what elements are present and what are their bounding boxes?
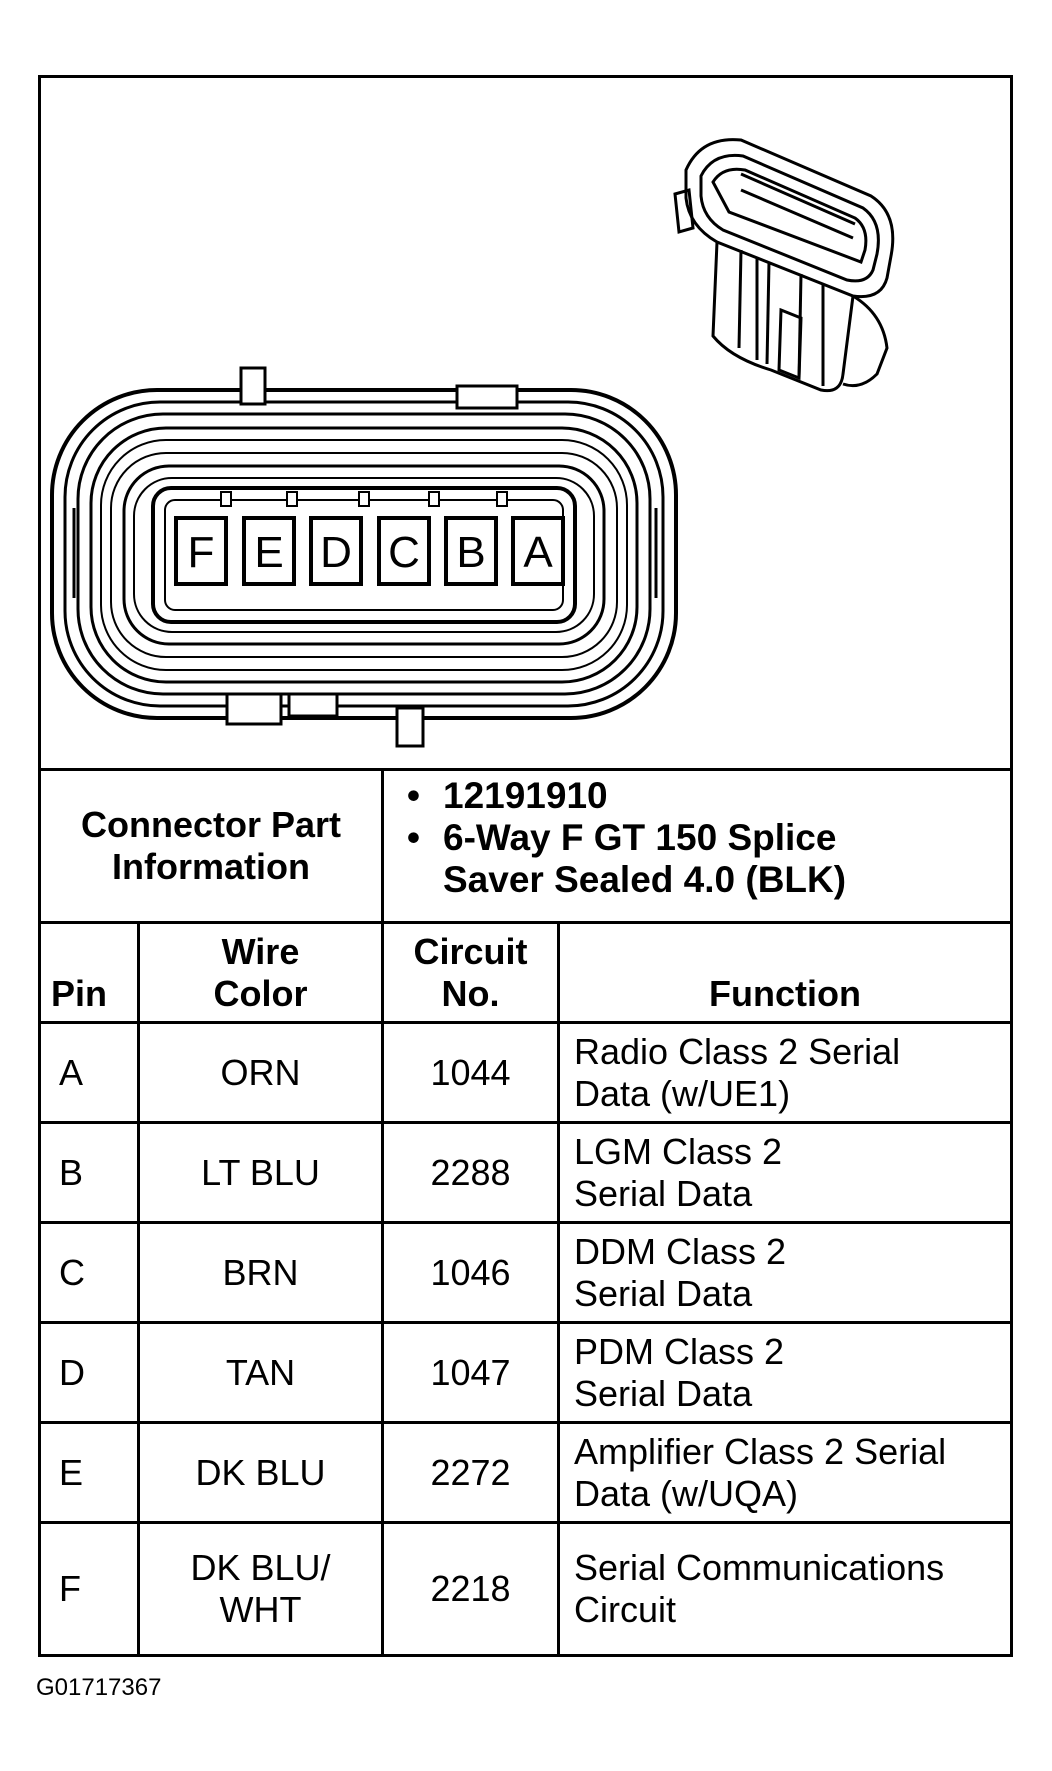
- diagram-frame: F E D C B A: [38, 75, 1013, 1657]
- pin-label-e: E: [254, 528, 283, 577]
- divider: [41, 1521, 1010, 1524]
- row-wire-color: TAN: [225, 1351, 296, 1393]
- connector-isometric: [673, 138, 895, 393]
- divider: [41, 1121, 1010, 1124]
- part-description-line2: Saver Sealed 4.0 (BLK): [443, 859, 847, 900]
- divider: [41, 1321, 1010, 1324]
- function-line2: Data (w/UQA): [574, 1472, 799, 1514]
- part-number: 12191910: [407, 775, 846, 817]
- wire-color-line2: WHT: [219, 1589, 302, 1630]
- part-info-label-line1: Connector Part: [80, 804, 342, 845]
- header-function: Function: [709, 973, 861, 1014]
- header-pin: Pin: [51, 973, 108, 1014]
- diagram-id: G01717367: [36, 1674, 162, 1701]
- function-line1: Serial Communications: [574, 1547, 945, 1588]
- row-wire-color: DK BLU/WHT: [140, 1524, 381, 1654]
- header-wire-color-line2: Color: [213, 972, 308, 1014]
- row-wire-color: LT BLU: [201, 1151, 320, 1193]
- function-line2: Serial Data: [574, 1272, 753, 1314]
- row-circuit: 1046: [430, 1251, 511, 1293]
- row-pin: C: [59, 1251, 85, 1293]
- divider: [381, 921, 384, 1654]
- part-description-line1: 6-Way F GT 150 Splice: [443, 817, 837, 858]
- header-wire-color: Wire Color: [140, 924, 381, 1021]
- function-line2: Serial Data: [574, 1172, 753, 1214]
- row-circuit: 2218: [430, 1568, 511, 1609]
- row-pin: F: [59, 1568, 81, 1609]
- function-line1: Amplifier Class 2 Serial: [574, 1430, 947, 1472]
- header-circuit-no: Circuit No.: [384, 924, 557, 1021]
- part-info-values: 12191910 6-Way F GT 150 Splice Saver Sea…: [407, 771, 1007, 921]
- divider: [41, 1021, 1010, 1024]
- header-wire-color-line1: Wire: [221, 930, 300, 972]
- part-info-label: Connector Part Information: [41, 771, 381, 921]
- row-pin: D: [59, 1351, 85, 1393]
- part-info-label-line2: Information: [112, 846, 310, 887]
- divider: [381, 768, 384, 923]
- divider: [41, 1421, 1010, 1424]
- connector-illustration: F E D C B A: [41, 78, 1010, 768]
- function-line1: Radio Class 2 Serial: [574, 1030, 901, 1072]
- pin-label-c: C: [388, 528, 420, 577]
- header-circuit-line2: No.: [441, 972, 500, 1014]
- row-circuit: 2288: [430, 1151, 511, 1193]
- pin-label-b: B: [456, 528, 485, 577]
- row-wire-color: DK BLU: [195, 1451, 326, 1493]
- function-line1: LGM Class 2: [574, 1130, 783, 1172]
- row-pin: B: [59, 1151, 84, 1193]
- part-description: 6-Way F GT 150 Splice Saver Sealed 4.0 (…: [407, 817, 846, 901]
- function-line1: PDM Class 2: [574, 1330, 785, 1372]
- row-pin: E: [59, 1451, 84, 1493]
- row-pin: A: [59, 1051, 84, 1093]
- wire-color-line1: DK BLU/: [190, 1547, 331, 1588]
- pin-cavities: [174, 516, 565, 586]
- row-circuit: 1047: [430, 1351, 511, 1393]
- row-wire-color: ORN: [220, 1051, 301, 1093]
- pin-label-f: F: [188, 528, 215, 577]
- connector-face: [50, 366, 678, 748]
- divider: [557, 921, 560, 1654]
- divider: [41, 921, 1010, 924]
- function-line2: Data (w/UE1): [574, 1072, 791, 1114]
- row-circuit: 2272: [430, 1451, 511, 1493]
- function-line2: Circuit: [574, 1589, 677, 1630]
- pin-label-a: A: [523, 528, 553, 577]
- pin-label-d: D: [320, 528, 352, 577]
- header-circuit-line1: Circuit: [413, 930, 528, 972]
- row-wire-color: BRN: [222, 1251, 299, 1293]
- divider: [41, 768, 1010, 771]
- divider: [137, 921, 140, 1654]
- function-line2: Serial Data: [574, 1372, 753, 1414]
- function-line1: DDM Class 2: [574, 1230, 787, 1272]
- divider: [41, 1221, 1010, 1224]
- row-circuit: 1044: [430, 1051, 511, 1093]
